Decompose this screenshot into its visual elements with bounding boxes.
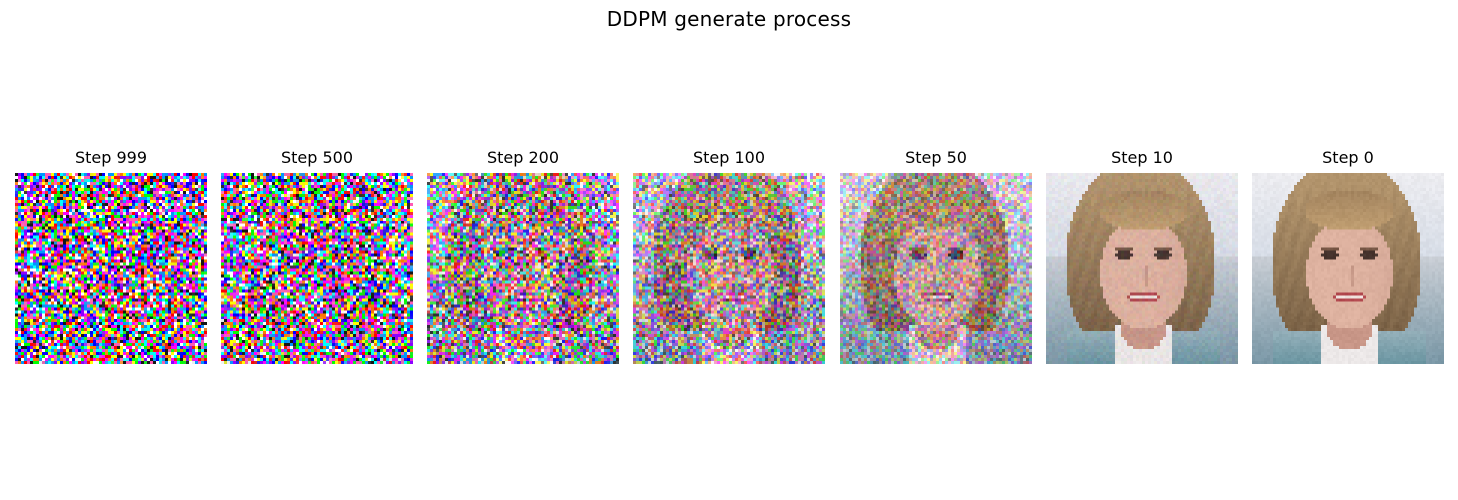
panel-title: Step 500 — [280, 148, 354, 167]
panel-step-50: Step 50 — [840, 146, 1032, 364]
panel-title: Step 100 — [692, 148, 766, 167]
panel-title: Step 10 — [1111, 148, 1173, 167]
panel-step-200: Step 200 — [427, 146, 619, 364]
generated-face-image — [1046, 173, 1238, 364]
panel-step-0: Step 0 — [1252, 146, 1444, 364]
generated-face-image — [633, 173, 825, 364]
generated-face-image — [1252, 173, 1444, 364]
panel-title: Step 50 — [905, 148, 967, 167]
panel-step-500: Step 500 — [221, 146, 413, 364]
panel-title: Step 999 — [74, 148, 148, 167]
generated-face-image — [221, 173, 413, 364]
generated-face-image — [15, 173, 207, 364]
figure-title: DDPM generate process — [606, 7, 852, 31]
generated-face-image — [427, 173, 619, 364]
panel-step-10: Step 10 — [1046, 146, 1238, 364]
generated-face-image — [840, 173, 1032, 364]
panel-title: Step 200 — [486, 148, 560, 167]
panel-step-999: Step 999 — [15, 146, 207, 364]
panel-step-100: Step 100 — [633, 146, 825, 364]
panel-title: Step 0 — [1322, 148, 1374, 167]
